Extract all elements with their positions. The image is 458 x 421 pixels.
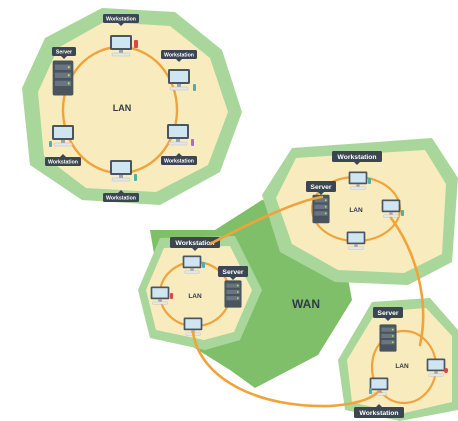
wan-label: WAN [292, 297, 320, 311]
lan-top-label: LAN [113, 103, 132, 113]
tag-left-ws: Workstation [170, 237, 220, 251]
lan-bottom-label: LAN [395, 363, 409, 370]
svg-text:Workstation: Workstation [164, 53, 194, 59]
workstation-left-lower-icon[interactable] [51, 124, 75, 147]
tag-top-ws-left-lower: Workstation [45, 154, 81, 166]
lan-left-cluster: LAN Workstation Server [138, 236, 262, 350]
tag-top-ws-right-lower: Workstation [161, 153, 197, 165]
lan-left-label: LAN [188, 293, 202, 300]
tag-right-server: Server [306, 181, 336, 195]
svg-text:Workstation: Workstation [337, 154, 376, 161]
wan-links [191, 195, 425, 408]
lan-right-cluster: LAN Workstation Server [262, 138, 458, 285]
bottom-server-icon[interactable] [379, 324, 397, 352]
left-ws-left-icon[interactable] [150, 286, 170, 305]
svg-text:Server: Server [377, 310, 399, 317]
workstation-bottom-icon[interactable] [109, 159, 133, 182]
tag-top-server: Server [52, 47, 76, 59]
tag-bottom-server: Server [373, 307, 403, 321]
right-ws-right-icon[interactable] [381, 199, 401, 218]
tag-right-ws: Workstation [332, 151, 382, 165]
svg-text:Workstation: Workstation [164, 159, 194, 165]
workstation-right-upper-icon[interactable] [167, 68, 191, 91]
lan-right-inner [276, 150, 446, 273]
workstation-top-icon[interactable] [109, 34, 133, 57]
workstation-right-lower-icon[interactable] [166, 123, 190, 146]
tag-left-server: Server [218, 266, 248, 280]
lan-top-cluster: LAN Workstation Workstation Workstation [22, 8, 242, 205]
lan-bottom-cluster: LAN Server Workstation [338, 298, 458, 421]
svg-text:Server: Server [222, 269, 244, 276]
right-ws-top-icon[interactable] [348, 171, 368, 190]
left-server-icon[interactable] [224, 280, 242, 308]
wan-link-right-to-bottom [389, 216, 425, 347]
tag-top-ws-top: Workstation [103, 14, 139, 26]
svg-text:Workstation: Workstation [175, 240, 214, 247]
tag-top-ws-bottom: Workstation [103, 190, 139, 202]
tag-top-ws-right-upper: Workstation [161, 50, 197, 62]
lan-top-inner [38, 22, 228, 192]
svg-text:Workstation: Workstation [106, 196, 136, 202]
svg-text:Workstation: Workstation [48, 160, 78, 166]
wan-link-left-to-right [208, 195, 324, 246]
svg-text:Server: Server [56, 50, 72, 56]
bottom-ws-right-icon[interactable] [426, 358, 446, 377]
wan-link-left-to-bottom [191, 330, 380, 408]
lan-right-label: LAN [349, 207, 363, 214]
tag-bottom-ws: Workstation [354, 404, 404, 418]
svg-text:Server: Server [310, 184, 332, 191]
right-ws-bottom-icon[interactable] [346, 231, 366, 250]
left-ws-top-icon[interactable] [182, 255, 202, 274]
svg-text:Workstation: Workstation [106, 17, 136, 23]
svg-text:Workstation: Workstation [359, 410, 398, 417]
server-top-icon[interactable] [52, 60, 74, 96]
